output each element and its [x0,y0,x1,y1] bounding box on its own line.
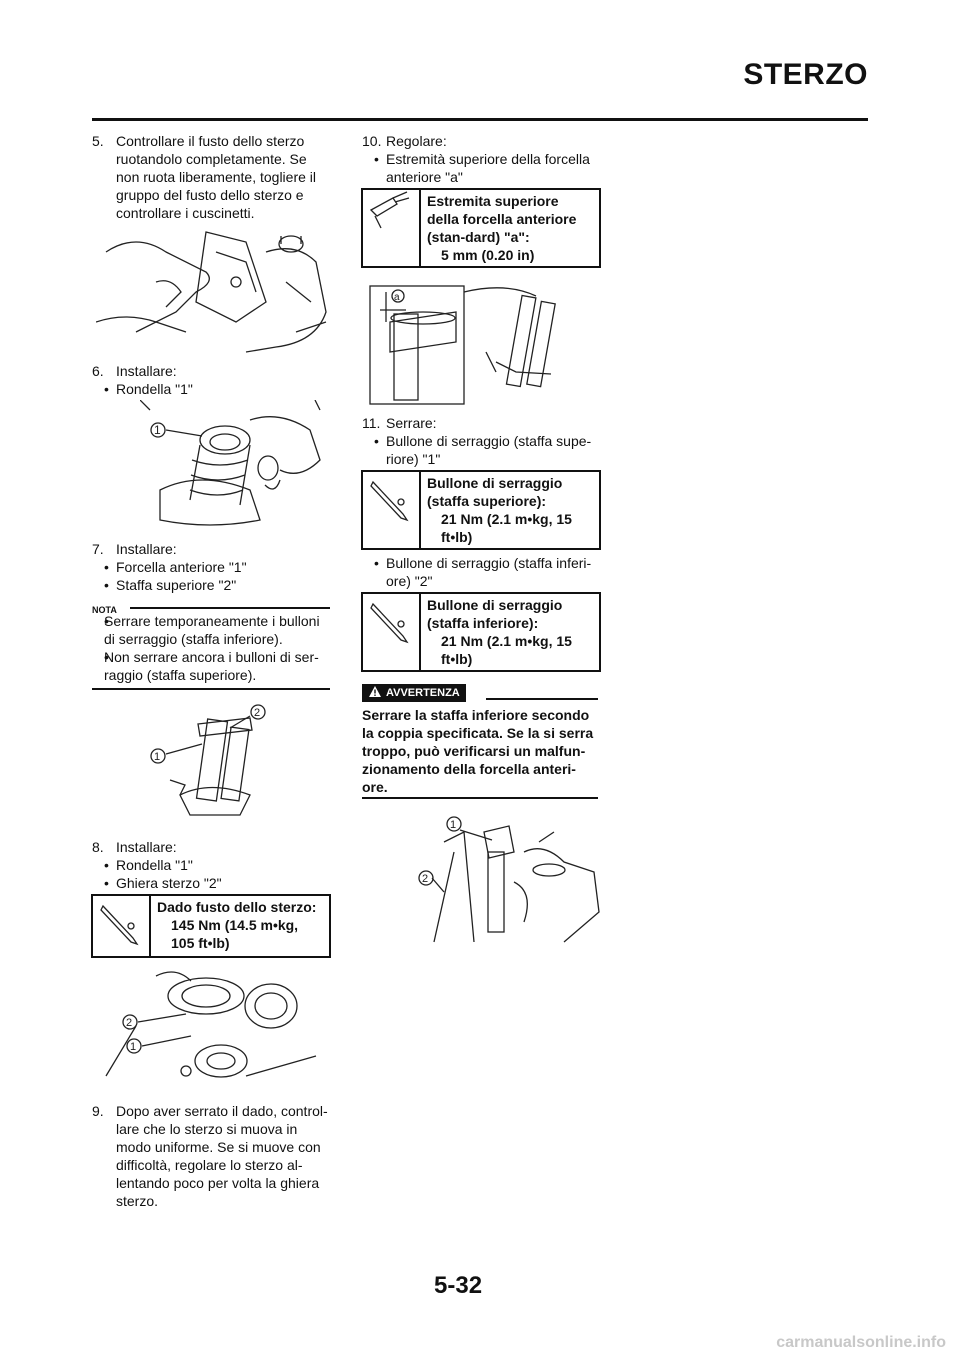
spec-label: Bullone di serraggio (staffa inferiore): [427,597,563,631]
spec-value: 21 Nm (2.1 m•kg, 15 ft•lb) [441,511,572,545]
callout-2: 2 [422,873,428,885]
nota-item: Non serrare ancora i bulloni di ser-ragg… [92,648,332,684]
torque-wrench-icon [363,472,421,548]
step-number: 10. [362,133,382,149]
step-6: 6. Installare: Rondella "1" [92,362,332,398]
callout-a: a [394,292,400,303]
spec-label: Bullone di serraggio (staffa superiore): [427,475,563,509]
figure-fork-bracket: 2 1 [150,704,266,816]
spec-value: 145 Nm (14.5 m•kg, 105 ft•lb) [171,917,299,951]
spec-label: Estremita superiore della forcella anter… [427,193,577,245]
callout-1: 1 [154,751,160,763]
page-title: STERZO [743,58,868,91]
spec-box-steering-nut: Dado fusto dello sterzo: 145 Nm (14.5 m•… [91,894,331,958]
caliper-icon [363,190,421,266]
step-title: Installare: [116,363,177,379]
step-number: 9. [92,1103,104,1119]
warning-text: Serrare la staffa inferiore secondo la c… [362,707,594,795]
step-number: 8. [92,839,104,855]
torque-wrench-icon [363,594,421,670]
nota-item: Serrare temporaneamente i bulloni di ser… [92,612,332,648]
callout-1: 1 [450,819,456,831]
spec-label: Dado fusto dello sterzo: [157,899,317,915]
step-11: 11. Serrare: Bullone di serraggio (staff… [362,414,602,468]
step-8: 8. Installare: Rondella "1" Ghiera sterz… [92,838,332,892]
step-number: 6. [92,363,104,379]
callout-2: 2 [126,1017,132,1029]
warning-rule-bottom [362,797,598,799]
warning-rule-top [486,698,598,700]
step-5: 5. Controllare il fusto dello sterzo ruo… [92,132,332,222]
figure-steering-nut: 2 1 [105,971,317,1078]
spec-box-lower-bolt: Bullone di serraggio (staffa inferiore):… [361,592,601,672]
page-number: 5-32 [434,1272,483,1299]
bullet-item: Ghiera sterzo "2" [92,874,332,892]
figure-steering-check [96,231,327,353]
nota-block: Serrare temporaneamente i bulloni di ser… [92,612,332,684]
step-number: 7. [92,541,104,557]
watermark: carmanualsonline.info [776,1334,946,1351]
figure-bracket-bolts: 1 2 [418,816,600,943]
step-title: Installare: [116,541,177,557]
bullet-item: Bullone di serraggio (staffa inferi-ore)… [362,554,602,590]
callout-2: 2 [254,707,260,719]
spec-box-upper-bolt: Bullone di serraggio (staffa superiore):… [361,470,601,550]
bullet-item: Estremità superiore della forcella anter… [362,150,602,186]
step-number: 11. [362,415,381,431]
warning-triangle-icon [369,686,381,697]
step-11-bullet-2: Bullone di serraggio (staffa inferi-ore)… [362,554,602,590]
nota-rule-bottom [92,688,330,690]
bullet-item: Bullone di serraggio (staffa supe-riore)… [362,432,602,468]
bullet-item: Staffa superiore "2" [92,576,332,594]
step-9: 9. Dopo aver serrato il dado, control-la… [92,1102,332,1210]
step-7: 7. Installare: Forcella anteriore "1" St… [92,540,332,594]
step-title: Serrare: [386,415,437,431]
step-text: Controllare il fusto dello sterzo ruotan… [116,133,317,221]
nota-label: NOTA [92,605,117,615]
callout-1: 1 [154,423,161,437]
torque-wrench-icon [93,896,151,956]
callout-1: 1 [130,1041,136,1053]
step-text: Dopo aver serrato il dado, control-lare … [116,1103,328,1209]
bullet-item: Rondella "1" [92,380,332,398]
spec-value: 21 Nm (2.1 m•kg, 15 ft•lb) [441,633,572,667]
step-title: Regolare: [386,133,447,149]
header-rule [92,118,868,121]
spec-value: 5 mm (0.20 in) [441,247,535,263]
bullet-item: Rondella "1" [92,856,332,874]
warning-badge: AVVERTENZA [362,684,466,702]
bullet-item: Forcella anteriore "1" [92,558,332,576]
figure-washer-install: 1 [140,400,321,526]
step-number: 5. [92,133,104,149]
spec-box-fork-top: Estremita superiore della forcella anter… [361,188,601,268]
step-title: Installare: [116,839,177,855]
step-10: 10. Regolare: Estremità superiore della … [362,132,602,186]
figure-fork-top-position: a [369,285,556,405]
nota-rule-top [130,607,330,609]
